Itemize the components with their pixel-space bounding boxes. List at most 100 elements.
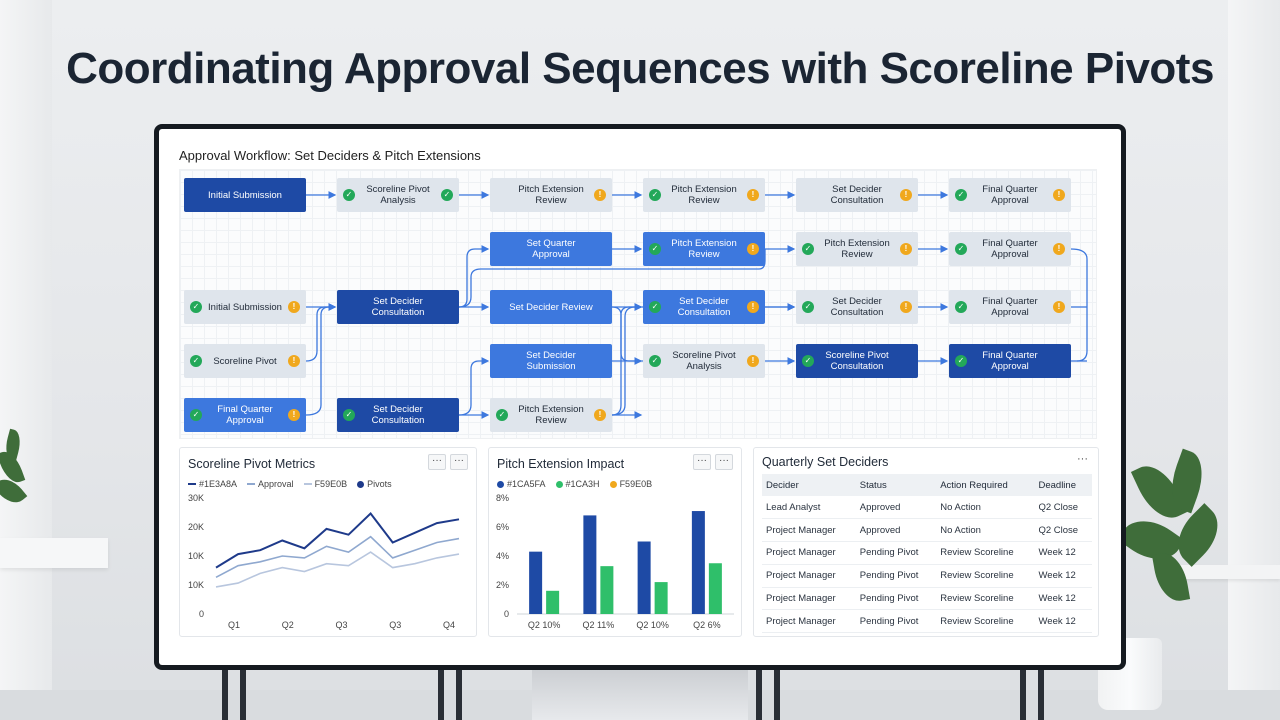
y-tick-label: 10K: [188, 580, 204, 590]
y-tick-label: 6%: [496, 522, 509, 532]
workflow-node[interactable]: ✓Scoreline Pivot!: [184, 344, 306, 378]
workflow-node[interactable]: ✓Scoreline Pivot Analysis✓: [337, 178, 459, 212]
warning-icon: !: [1053, 243, 1065, 255]
more-options-icon[interactable]: ···: [1077, 453, 1088, 465]
workflow-node[interactable]: ✓Final Quarter Approval!: [949, 232, 1071, 266]
node-label: Set Decider Consultation: [677, 296, 731, 318]
table-cell: Project Manager: [762, 564, 856, 588]
dashboard-screen: Approval Workflow: Set Deciders & Pitch …: [159, 129, 1121, 665]
bar: [583, 515, 597, 614]
workflow-node[interactable]: ✓Pitch Extension Review!: [490, 398, 612, 432]
plant-right: [1117, 448, 1232, 642]
column-header[interactable]: Action Required: [936, 474, 1035, 496]
node-label: Set Decider Consultation: [830, 184, 884, 206]
node-label: Scoreline Pivot Analysis: [672, 350, 736, 372]
table-cell: Review Scoreline: [936, 609, 1035, 634]
monitor-stand: [532, 664, 748, 720]
legend-item: F59E0B: [609, 479, 652, 489]
series-line: [215, 512, 460, 569]
column-header[interactable]: Status: [855, 474, 937, 496]
workflow-node[interactable]: ✓Pitch Extension Review!: [796, 232, 918, 266]
series-line: [215, 535, 460, 579]
column-header[interactable]: Deadline: [1034, 474, 1092, 496]
table-cell: Review Scoreline: [936, 587, 1035, 611]
legend-label: Pivots: [367, 479, 392, 489]
check-icon: ✓: [441, 189, 453, 201]
node-label: Scoreline Pivot Consultation: [825, 350, 889, 372]
bar: [637, 541, 651, 614]
workflow-node[interactable]: ✓Scoreline Pivot Analysis!: [643, 344, 765, 378]
table-cell: Q2 Close: [1034, 496, 1092, 520]
workflow-node[interactable]: ✓Set Decider Consultation!: [643, 290, 765, 324]
table-cell: Pending Pivot: [855, 564, 937, 588]
warning-icon: !: [594, 409, 606, 421]
node-label: Scoreline Pivot: [213, 355, 277, 367]
workflow-title: Approval Workflow: Set Deciders & Pitch …: [179, 148, 481, 163]
workflow-node[interactable]: Set Decider Consultation: [337, 290, 459, 324]
warning-icon: !: [900, 301, 912, 313]
workflow-node[interactable]: ✓Final Quarter Approval!: [949, 178, 1071, 212]
x-tick-label: Q3: [335, 620, 347, 630]
node-label: Final Quarter Approval: [982, 350, 1038, 372]
workflow-node[interactable]: ✓Pitch Extension Review!: [643, 232, 765, 266]
warning-icon: !: [288, 355, 300, 367]
workflow-node[interactable]: Pitch Extension Review!: [490, 178, 612, 212]
workflow-node[interactable]: ✓Final Quarter Approval: [949, 344, 1071, 378]
y-tick-label: 2%: [496, 580, 509, 590]
check-icon: ✓: [343, 189, 355, 201]
workflow-node[interactable]: ✓Initial Submission!: [184, 290, 306, 324]
more-options-icon[interactable]: ···: [428, 454, 446, 470]
x-tick-label: Q2 11%: [582, 620, 614, 630]
workflow-node[interactable]: Set Decider Consultation!: [796, 178, 918, 212]
check-icon: ✓: [802, 355, 814, 367]
workflow-node[interactable]: Set Decider Review: [490, 290, 612, 324]
y-tick-label: 30K: [188, 493, 204, 503]
workflow-node[interactable]: ✓Set Decider Consultation: [337, 398, 459, 432]
warning-icon: !: [747, 355, 759, 367]
x-tick-label: Q2 10%: [636, 620, 669, 630]
warning-icon: !: [288, 301, 300, 313]
more-options-icon[interactable]: ···: [450, 454, 468, 470]
workflow-node[interactable]: ✓ Scoreline Pivot Consultation: [796, 344, 918, 378]
workflow-node[interactable]: ✓Pitch Extension Review!: [643, 178, 765, 212]
table-cell: Approved: [855, 496, 937, 520]
table-cell: Project Manager: [762, 587, 856, 611]
workflow-connectors: [305, 191, 1088, 419]
workflow-node[interactable]: ✓Final Quarter Approval!: [184, 398, 306, 432]
warning-icon: !: [747, 301, 759, 313]
more-options-icon[interactable]: ···: [715, 454, 733, 470]
monitor-leg: [222, 670, 228, 720]
page-headline: Coordinating Approval Sequences with Sco…: [66, 44, 1214, 93]
table-cell: Week 12: [1034, 609, 1092, 634]
warning-icon: !: [747, 189, 759, 201]
workflow-node[interactable]: Set Quarter Approval: [490, 232, 612, 266]
pitch-impact-card: Pitch Extension Impact ··· ··· #1CA5FA#1…: [488, 447, 742, 637]
workflow-node[interactable]: Initial Submission: [184, 178, 306, 212]
more-options-icon[interactable]: ···: [693, 454, 711, 470]
x-tick-label: Q2 10%: [528, 620, 561, 630]
node-label: Final Quarter Approval: [982, 296, 1038, 318]
monitor: Approval Workflow: Set Deciders & Pitch …: [154, 124, 1126, 670]
workflow-node[interactable]: Set Decider Submission: [490, 344, 612, 378]
shelf: [0, 538, 108, 568]
wall-left: [0, 0, 52, 720]
legend-label: #1CA3H: [565, 479, 600, 489]
warning-icon: !: [747, 243, 759, 255]
y-tick-label: 4%: [496, 551, 509, 561]
bar-chart: 02%4%6%8%Q2 10%Q2 11%Q2 10%Q2 6%: [496, 493, 734, 630]
check-icon: ✓: [649, 189, 661, 201]
column-header[interactable]: Decider: [762, 474, 856, 496]
warning-icon: !: [1053, 301, 1065, 313]
table-cell: Week 12: [1034, 564, 1092, 588]
side-table: [1170, 565, 1280, 579]
workflow-node[interactable]: ✓Final Quarter Approval!: [949, 290, 1071, 324]
workflow-node[interactable]: ✓Set Decider Consultation!: [796, 290, 918, 324]
